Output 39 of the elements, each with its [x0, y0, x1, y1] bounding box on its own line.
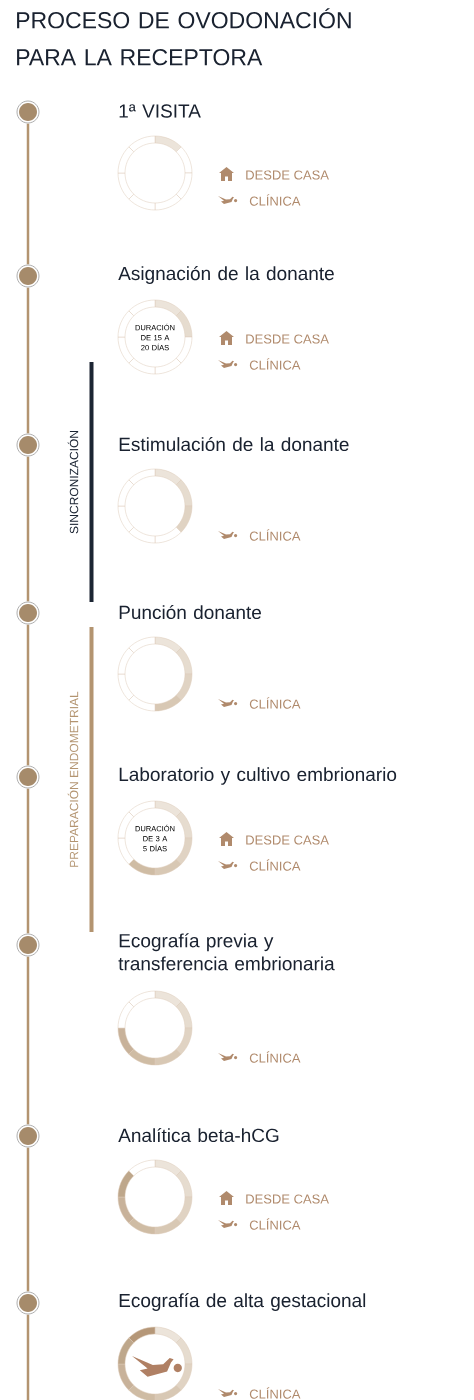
location-label: CLÍNICA [249, 194, 301, 206]
progress-ring [117, 135, 193, 211]
timeline-line [26, 1314, 30, 1400]
progress-ring [117, 990, 193, 1066]
timeline-dot [16, 433, 40, 457]
location-label: CLÍNICA [249, 358, 301, 370]
heading: PROCESO DE OVODONACIÓN PARA LA RECEPTORA [17, 8, 351, 66]
timeline-dot [16, 1291, 40, 1315]
phase-label: SINCRONIZACIÓN [67, 431, 79, 534]
timeline-line [26, 123, 30, 265]
timeline-dot [16, 933, 40, 957]
timeline-line [26, 456, 30, 602]
progress-ring [117, 1159, 193, 1235]
timeline-dot [16, 264, 40, 288]
step-title: Laboratorio y cultivo embrionario [119, 767, 397, 785]
step-title: Asignación de la donante [118, 266, 334, 284]
location-label: CLÍNICA [249, 529, 301, 541]
location-label: DESDE CASA [246, 334, 329, 344]
progress-ring [117, 636, 193, 712]
timeline-line [26, 1147, 30, 1292]
location-label: CLÍNICA [249, 697, 301, 709]
location-label: DESDE CASA [246, 170, 329, 180]
timeline-line [26, 956, 30, 1125]
location-label: CLÍNICA [249, 1387, 301, 1399]
progress-ring [117, 468, 193, 544]
timeline-dot [16, 601, 40, 625]
location-label: CLÍNICA [249, 1051, 301, 1063]
timeline-dot [16, 765, 40, 789]
timeline-dot [16, 1124, 40, 1148]
timeline-line [26, 624, 30, 766]
phase-label: PREPARACIÓN ENDOMETRIAL [67, 691, 79, 867]
location-label: DESDE CASA [246, 835, 329, 845]
location-label: CLÍNICA [249, 859, 301, 871]
timeline-line [26, 287, 30, 434]
location-label: DESDE CASA [246, 1194, 329, 1204]
progress-ring [117, 1326, 193, 1400]
timeline-dot [16, 100, 40, 124]
timeline-line [26, 788, 30, 934]
location-label: CLÍNICA [249, 1218, 301, 1230]
